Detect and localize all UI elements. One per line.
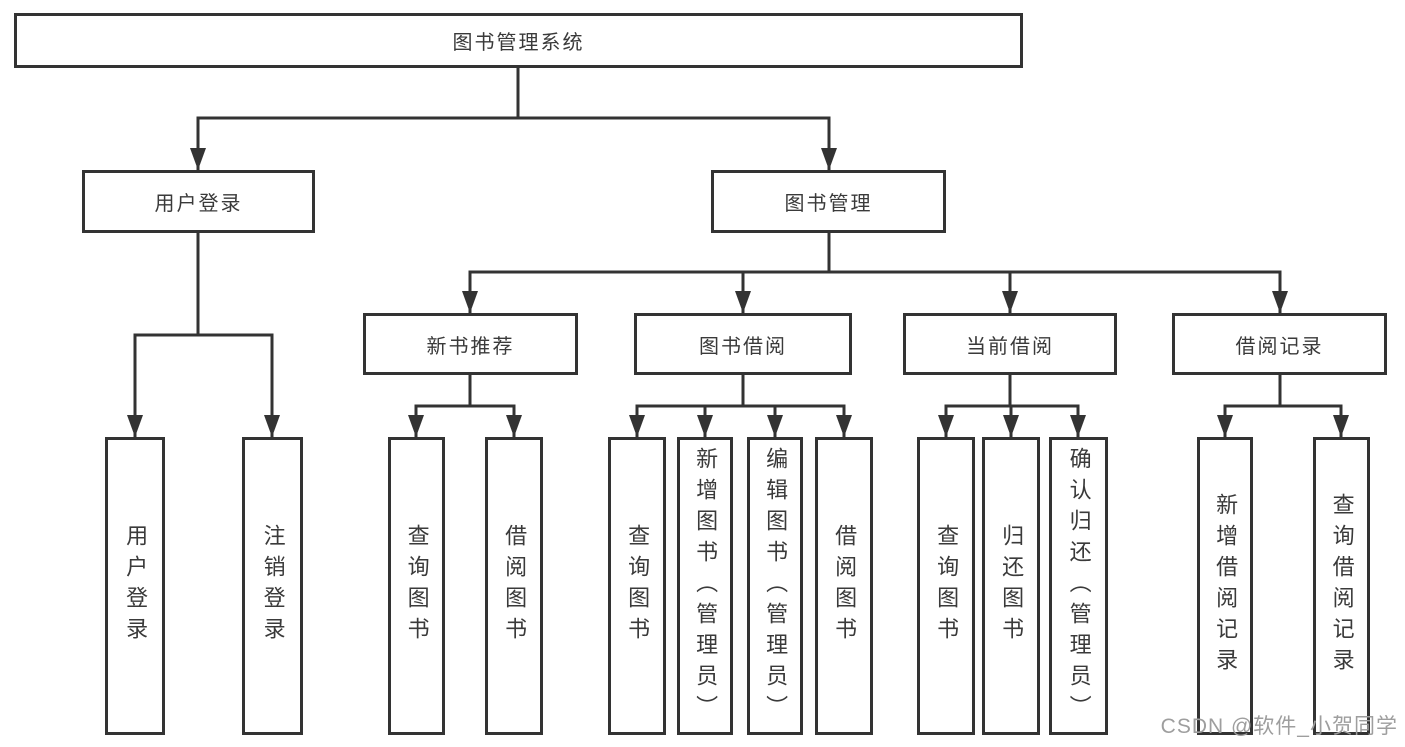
node-book-management: 图书管理 — [711, 170, 946, 233]
leaf-return-books: 归还图书 — [982, 437, 1040, 735]
leaf-query-books-borrow-label: 查询图书 — [625, 524, 651, 648]
leaf-query-books-recommend: 查询图书 — [388, 437, 445, 735]
leaf-user-login: 用户登录 — [105, 437, 165, 735]
node-borrow-records-label: 借阅记录 — [1235, 335, 1324, 358]
node-borrow-records: 借阅记录 — [1172, 313, 1387, 375]
node-current-borrow: 当前借阅 — [903, 313, 1117, 375]
node-user-login-branch-label: 用户登录 — [154, 193, 243, 215]
leaf-add-borrow-record-label: 新增借阅记录 — [1213, 493, 1239, 679]
node-root-label: 图书管理系统 — [452, 32, 585, 54]
leaf-query-books-recommend-label: 查询图书 — [404, 524, 430, 648]
node-new-book-recommend-label: 新书推荐 — [426, 335, 515, 358]
leaf-query-borrow-record: 查询借阅记录 — [1313, 437, 1370, 735]
leaf-confirm-return-admin: 确认归还（管理员） — [1049, 437, 1108, 735]
leaf-edit-book-admin-label: 编辑图书（管理员） — [763, 446, 789, 726]
node-current-borrow-label: 当前借阅 — [966, 335, 1054, 358]
leaf-query-books-current-label: 查询图书 — [934, 524, 960, 648]
leaf-user-login-label: 用户登录 — [123, 524, 149, 648]
leaf-add-borrow-record: 新增借阅记录 — [1197, 437, 1253, 735]
leaf-add-book-admin-label: 新增图书（管理员） — [693, 446, 719, 726]
node-new-book-recommend: 新书推荐 — [363, 313, 578, 375]
leaf-logout: 注销登录 — [242, 437, 303, 735]
leaf-return-books-label: 归还图书 — [999, 524, 1025, 648]
leaf-borrow-books-recommend: 借阅图书 — [485, 437, 543, 735]
node-book-borrow: 图书借阅 — [634, 313, 852, 375]
csdn-watermark: CSDN @软件_小贺同学 — [1160, 715, 1398, 738]
leaf-query-books-borrow: 查询图书 — [608, 437, 666, 735]
node-book-borrow-label: 图书借阅 — [699, 335, 787, 358]
leaf-query-borrow-record-label: 查询借阅记录 — [1329, 493, 1355, 679]
leaf-borrow-books-recommend-label: 借阅图书 — [502, 524, 528, 648]
leaf-confirm-return-admin-label: 确认归还（管理员） — [1066, 446, 1092, 726]
node-user-login-branch: 用户登录 — [82, 170, 315, 233]
leaf-query-books-current: 查询图书 — [917, 437, 975, 735]
leaf-edit-book-admin: 编辑图书（管理员） — [747, 437, 803, 735]
leaf-borrow-books-label: 借阅图书 — [832, 524, 858, 648]
leaf-logout-label: 注销登录 — [260, 524, 286, 648]
node-root: 图书管理系统 — [14, 13, 1023, 68]
leaf-add-book-admin: 新增图书（管理员） — [677, 437, 733, 735]
leaf-borrow-books: 借阅图书 — [815, 437, 873, 735]
node-book-management-label: 图书管理 — [784, 193, 873, 215]
